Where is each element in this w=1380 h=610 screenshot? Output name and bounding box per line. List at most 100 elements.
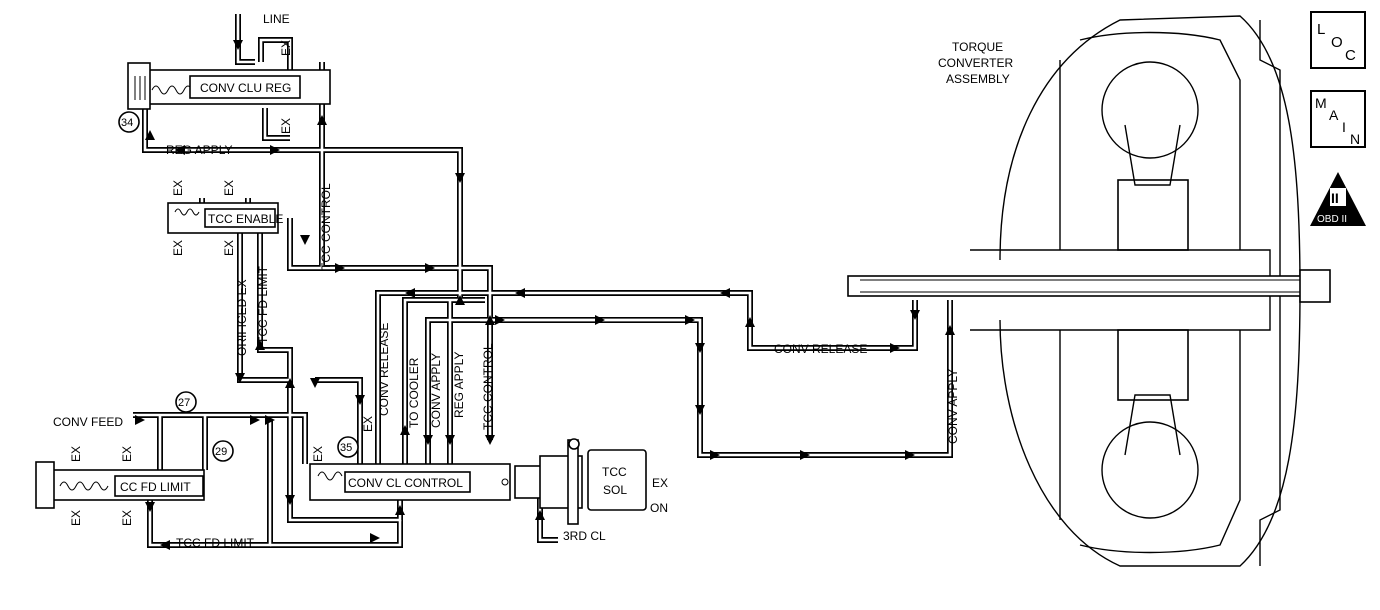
exhaust-label-1: EX <box>279 40 293 56</box>
exhaust-label-5: EX <box>171 240 185 256</box>
flow-arrow <box>455 173 465 183</box>
passage-labels: LINE EX EX REG APPLY EX EX EX EX TCC CON… <box>53 12 960 550</box>
flow-arrow <box>685 315 695 325</box>
flow-arrow <box>395 505 405 515</box>
exhaust-label-9: EX <box>69 446 83 462</box>
tcc-fd-limit-vertical-label: TCC FD LIMIT <box>256 265 270 344</box>
flow-arrow <box>145 130 155 140</box>
conv-release-vertical-label: CONV RELEASE <box>377 323 391 416</box>
tcc-enable-valve: TCC ENABLE <box>167 202 283 234</box>
flow-arrow <box>335 263 345 273</box>
sol-on-label: ON <box>650 501 668 515</box>
orificed-ex-label: ORIFICED EX <box>235 279 249 356</box>
conv-cl-control-label: CONV CL CONTROL <box>348 476 463 490</box>
flow-arrow <box>400 425 410 435</box>
orifice-35: 35 <box>337 436 359 458</box>
obd-numeral: II <box>1331 190 1339 206</box>
line-label: LINE <box>263 12 290 26</box>
passage-channel <box>236 14 255 64</box>
main-letter-a: A <box>1329 107 1339 123</box>
flow-arrow <box>800 450 810 460</box>
passage-channel <box>158 415 207 470</box>
conv-cl-control-valve: CONV CL CONTROL <box>309 439 583 525</box>
passage-outline <box>270 520 403 548</box>
flow-arrow <box>235 373 245 383</box>
loc-badge: L O C <box>1310 11 1366 69</box>
main-badge: M A I N <box>1310 90 1366 148</box>
exhaust-label-7: EX <box>311 446 325 462</box>
flow-arrow <box>745 317 755 327</box>
loc-letter-l: L <box>1317 21 1325 38</box>
exhaust-label-2: EX <box>279 118 293 134</box>
flow-arrow <box>535 510 545 520</box>
flow-arrow <box>285 378 295 388</box>
flow-arrow <box>405 288 415 298</box>
tcc-enable-label: TCC ENABLE <box>208 212 283 226</box>
flow-arrow <box>255 340 265 350</box>
flow-arrow <box>310 378 320 388</box>
tcc-control-vertical-label-1: TCC CONTROL <box>319 183 333 270</box>
passage-channel <box>259 38 292 70</box>
exhaust-label-11: EX <box>69 510 83 526</box>
flow-arrow <box>135 415 145 425</box>
exhaust-label-6: EX <box>222 240 236 256</box>
passage-channel <box>133 413 307 464</box>
flow-arrow <box>370 533 380 543</box>
exhaust-label-12: EX <box>120 510 134 526</box>
orifice-27-number: 27 <box>178 397 190 409</box>
torque-converter-label-1: TORQUE <box>952 40 1003 54</box>
exhaust-label-3: EX <box>171 180 185 196</box>
obd-ii-badge: II OBD II <box>1310 172 1366 226</box>
third-cl-label: 3RD CL <box>563 529 606 543</box>
sol-exhaust-label: EX <box>652 476 668 490</box>
passage-channel <box>148 420 272 547</box>
flow-arrow <box>250 415 260 425</box>
flow-arrow <box>595 315 605 325</box>
flow-arrow <box>695 405 705 415</box>
tcc-sol-label-1: TCC <box>602 465 627 479</box>
exhaust-label-10: EX <box>120 446 134 462</box>
conv-release-label: CONV RELEASE <box>774 342 867 356</box>
conv-clu-reg-valve: CONV CLU REG 34 <box>118 62 331 133</box>
flow-arrow <box>485 435 495 445</box>
exhaust-label-8: EX <box>361 416 375 432</box>
passage-outline <box>157 415 208 470</box>
passage-outline <box>425 300 953 464</box>
passage-channel <box>288 218 322 270</box>
flow-arrow <box>175 145 185 155</box>
tcc-solenoid: TCC SOL EX ON <box>568 438 668 515</box>
passage-channel <box>426 300 952 464</box>
cc-fd-limit-label: CC FD LIMIT <box>120 480 191 494</box>
flow-arrow <box>160 540 170 550</box>
flow-arrow <box>423 435 433 445</box>
reg-apply-vertical-label: REG APPLY <box>452 352 466 418</box>
main-letter-n: N <box>1350 131 1360 147</box>
torque-converter-assembly: TORQUE CONVERTER ASSEMBLY <box>847 15 1331 567</box>
flow-arrow <box>485 315 495 325</box>
passage-channel <box>263 108 290 140</box>
passage-outline <box>235 14 255 65</box>
tcc-fd-limit-label: TCC FD LIMIT <box>176 536 255 550</box>
exhaust-label-4: EX <box>222 180 236 196</box>
obd-text: OBD II <box>1317 214 1347 225</box>
tcc-control-vertical-label-2: TCC CONTROL <box>481 343 495 430</box>
passage-channel <box>320 62 492 440</box>
torque-converter-label-2: CONVERTER <box>938 56 1013 70</box>
flow-arrow <box>695 343 705 353</box>
flow-arrow <box>710 450 720 460</box>
flow-arrow <box>515 288 525 298</box>
orifice-34-number: 34 <box>121 117 133 129</box>
flow-arrow <box>265 415 275 425</box>
flow-arrows <box>135 40 955 550</box>
flow-arrow <box>355 395 365 405</box>
conv-apply-vertical-label: CONV APPLY <box>429 353 443 428</box>
passage-channel <box>143 108 462 300</box>
passage-channel <box>258 233 402 522</box>
flow-arrow <box>233 40 243 50</box>
main-letter-m: M <box>1315 95 1327 111</box>
loc-letter-o: O <box>1331 34 1343 51</box>
passage-channel <box>315 378 362 464</box>
flow-arrow <box>445 435 455 445</box>
